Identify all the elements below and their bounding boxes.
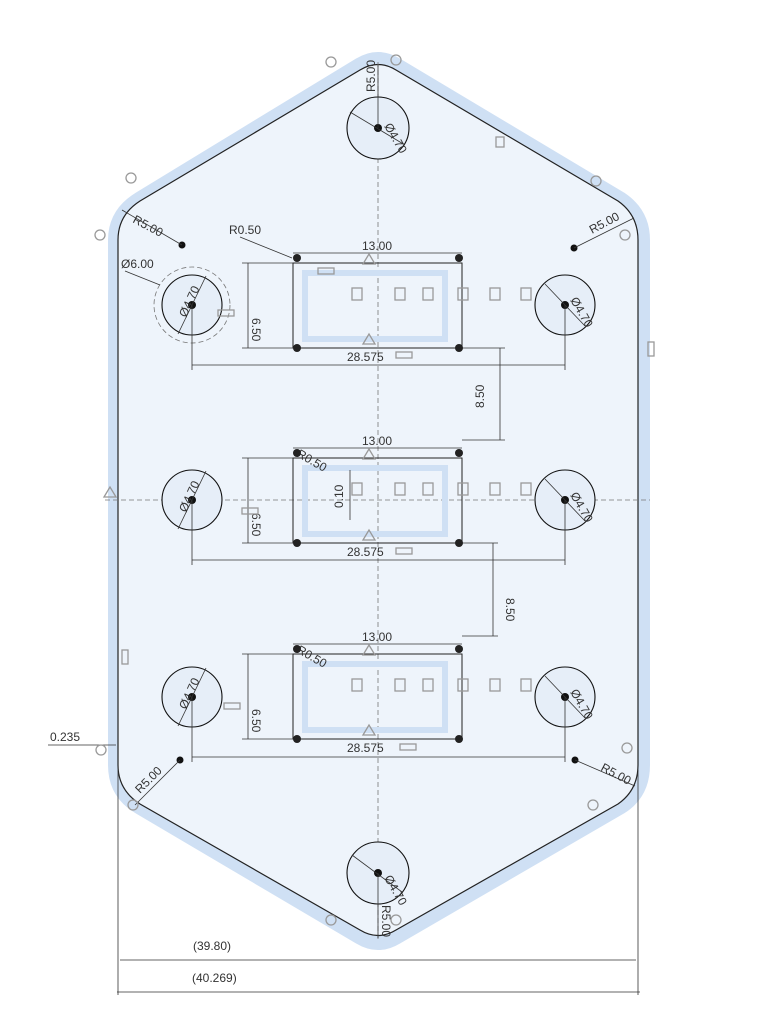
width-label[interactable]: 13.00 xyxy=(362,239,392,253)
bottom-dia-leader xyxy=(351,854,403,893)
outer-dia-label[interactable]: Ø6.00 xyxy=(121,257,154,271)
offset-label[interactable]: 0.10 xyxy=(332,484,346,508)
row-gap-1-label[interactable]: 8.50 xyxy=(473,384,487,408)
row-3: Ø4.70 Ø4.70 13.00 6.50 R0.50 28.575 xyxy=(161,630,596,762)
corner-radius-leader xyxy=(134,759,181,806)
horizontal-constraint-icon[interactable] xyxy=(395,351,413,359)
slot-offset-region xyxy=(302,465,448,537)
perpendicular-constraint-icon[interactable] xyxy=(495,136,505,148)
outer-dia-leader xyxy=(124,270,161,286)
spacing-label[interactable]: 28.575 xyxy=(347,741,384,755)
tangent-constraint-icon[interactable] xyxy=(621,742,633,754)
tangent-constraint-icon[interactable] xyxy=(325,56,337,68)
equal-constraint-icons xyxy=(351,287,532,692)
slot-rectangle[interactable] xyxy=(292,262,463,349)
slot-rectangle[interactable] xyxy=(292,457,463,544)
midpoint-constraint-icon[interactable] xyxy=(361,252,377,736)
corner-radius-leader xyxy=(121,209,183,246)
slot-rectangle[interactable] xyxy=(292,653,463,740)
row-gap-2-label[interactable]: 8.50 xyxy=(503,598,517,622)
horizontal-constraint-icon[interactable] xyxy=(241,507,259,515)
tangent-constraint-icon[interactable] xyxy=(587,799,599,811)
corner-radius-label[interactable]: R0.50 xyxy=(229,223,261,237)
slot-offset-region xyxy=(302,661,448,733)
horizontal-constraint-icon[interactable] xyxy=(223,702,241,710)
width-label[interactable]: 13.00 xyxy=(362,630,392,644)
tangent-constraint-icon[interactable] xyxy=(127,799,139,811)
tangent-constraint-icon[interactable] xyxy=(619,229,631,241)
corner-radius-leader xyxy=(574,759,636,787)
slot-offset-region xyxy=(302,270,448,342)
tangent-constraint-icon[interactable] xyxy=(390,914,402,926)
constraint-glyphs xyxy=(94,54,655,926)
spacing-label[interactable]: 28.575 xyxy=(347,545,384,559)
spacing-label[interactable]: 28.575 xyxy=(347,350,384,364)
tangent-constraint-icon[interactable] xyxy=(95,744,107,756)
height-label[interactable]: 6.50 xyxy=(249,318,263,342)
vertical-constraint-icon[interactable] xyxy=(121,649,129,665)
vertical-constraint-icon[interactable] xyxy=(647,341,655,357)
row-1: Ø4.70 Ø6.00 Ø4.70 13.00 6.50 28.575 R0.5… xyxy=(121,223,596,370)
midpoint-constraint-icon[interactable] xyxy=(102,485,118,498)
top-radius-label[interactable]: R5.00 xyxy=(364,60,378,92)
row-2: Ø4.70 Ø4.70 13.00 6.50 0.10 R0.50 28.575 xyxy=(161,434,596,565)
height-label[interactable]: 6.50 xyxy=(249,513,263,537)
inner-width-label[interactable]: (39.80) xyxy=(193,939,231,953)
corner-radius-leader xyxy=(239,236,293,259)
top-dia-leader xyxy=(349,111,406,146)
height-label[interactable]: 6.50 xyxy=(249,709,263,733)
horizontal-constraint-icon[interactable] xyxy=(317,267,335,275)
bottom-radius-label[interactable]: R5.00 xyxy=(379,905,393,937)
horizontal-constraint-icon[interactable] xyxy=(395,547,413,555)
horizontal-constraint-icon[interactable] xyxy=(217,309,235,317)
tangent-constraint-icon[interactable] xyxy=(125,172,137,184)
width-label[interactable]: 13.00 xyxy=(362,434,392,448)
tangent-constraint-icon[interactable] xyxy=(325,914,337,926)
edge-offset-label[interactable]: 0.235 xyxy=(50,730,80,744)
tangent-constraint-icon[interactable] xyxy=(590,175,602,187)
outer-width-label[interactable]: (40.269) xyxy=(192,971,237,985)
horizontal-constraint-icon[interactable] xyxy=(399,743,417,751)
slot-corner-points xyxy=(293,254,463,743)
corner-radius-leader xyxy=(573,217,635,249)
tangent-constraint-icon[interactable] xyxy=(94,229,106,241)
tangent-constraint-icon[interactable] xyxy=(390,54,402,66)
